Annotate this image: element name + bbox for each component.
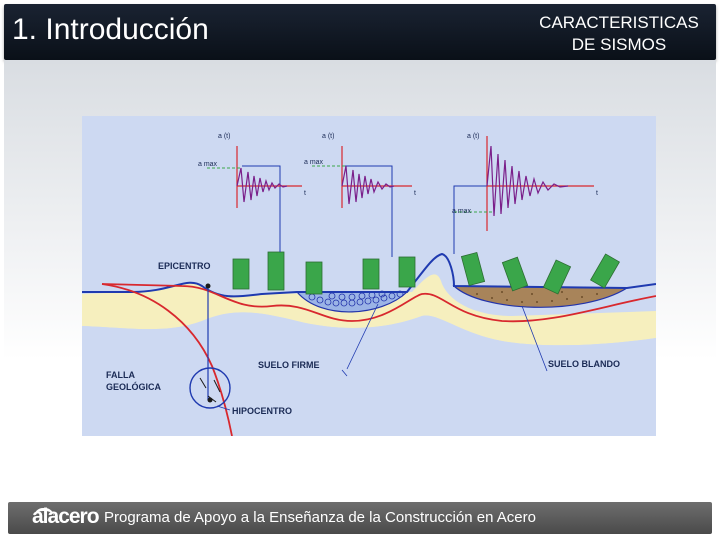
seismic-diagram: a (t) a max t a (t) a max t a (t) a max …: [82, 116, 656, 436]
slide-title: 1. Introducción: [12, 13, 209, 46]
time-label-3: t: [596, 190, 598, 197]
time-label-1: t: [304, 190, 306, 197]
building-6: [460, 251, 486, 287]
hipocentro-circle: [189, 367, 231, 409]
ground-surface: [82, 252, 656, 298]
building-7: [501, 256, 529, 292]
leader-hipocentro: [216, 405, 231, 411]
soft-soil-dots: [476, 291, 598, 303]
suelo-blando-basin: [452, 285, 630, 308]
trace-label-2: a (t): [322, 133, 334, 140]
suelo-firme-basin: [295, 291, 409, 313]
alacero-logo: alacero: [32, 505, 100, 528]
amax-label-2: a max: [304, 159, 324, 166]
building-1: [232, 258, 250, 290]
building-2: [267, 251, 285, 291]
connector-3: [453, 148, 488, 254]
footer-bar: alacero Programa de Apoyo a la Enseñanza…: [8, 502, 712, 534]
fault-line: [101, 283, 233, 436]
leader-firme-2: [346, 303, 379, 370]
subtitle-line-1: CARACTERISTICAS: [539, 13, 699, 32]
seismic-diagram-svg: a (t) a max t a (t) a max t a (t) a max …: [82, 133, 656, 436]
amax-label-1: a max: [198, 161, 218, 168]
trace-label-3: a (t): [467, 133, 479, 140]
epicentre-dot: [205, 283, 211, 289]
building-5: [398, 256, 416, 288]
slide-subtitle: CARACTERISTICAS DE SISMOS: [516, 12, 720, 56]
seismogram-1: a (t) a max t: [198, 133, 306, 208]
time-label-2: t: [414, 190, 416, 197]
falla-label-1: FALLA: [106, 370, 135, 380]
hipocentro-label: HIPOCENTRO: [232, 406, 292, 416]
title-bar: 1. Introducción CARACTERISTICAS DE SISMO…: [4, 4, 716, 60]
building-3: [305, 261, 323, 295]
logo-arc-icon: [34, 508, 54, 517]
amax-label-3: a max: [452, 208, 472, 215]
trace-label-1: a (t): [218, 133, 230, 140]
building-8: [542, 259, 572, 295]
subtitle-line-2: DE SISMOS: [571, 35, 667, 54]
buildings-soft: [460, 251, 620, 295]
building-9: [590, 253, 620, 289]
geological-boundary: [101, 283, 656, 323]
epicentro-label: EPICENTRO: [158, 261, 211, 271]
falla-label-2: GEOLÓGICA: [106, 381, 162, 392]
connector-2: [342, 165, 393, 257]
connector-1: [242, 165, 281, 252]
suelo-blando-label: SUELO BLANDO: [548, 359, 620, 369]
building-4: [362, 258, 380, 290]
suelo-firme-label: SUELO FIRME: [258, 360, 320, 370]
hipocentro-dot: [207, 397, 213, 403]
buildings-firm: [232, 251, 416, 295]
leader-firme-1: [341, 369, 348, 377]
program-text: Programa de Apoyo a la Enseñanza de la C…: [104, 509, 536, 526]
leader-blando: [521, 305, 548, 372]
seismogram-3: a (t) a max t: [452, 133, 598, 231]
seismogram-2: a (t) a max t: [304, 133, 416, 208]
